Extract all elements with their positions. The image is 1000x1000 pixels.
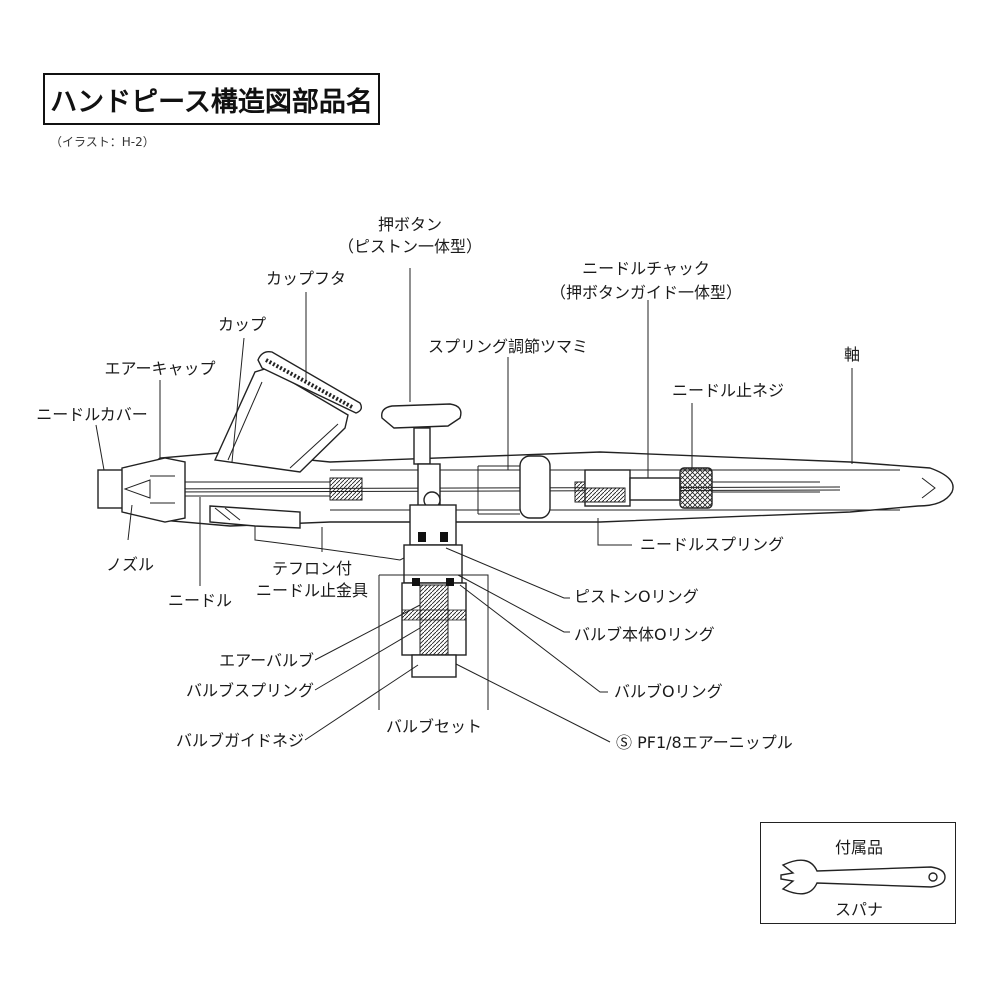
- label-valve-guide-screw: バルブガイドネジ: [176, 731, 304, 750]
- page-title: ハンドピース構造図部品名: [50, 86, 373, 118]
- label-valve-set: バルブセット: [386, 717, 482, 736]
- label-air-valve: エアーバルブ: [219, 651, 314, 670]
- spanner-icon: [780, 859, 946, 895]
- accessory-box: 付属品 スパナ: [760, 822, 956, 924]
- label-teflon-1: テフロン付: [272, 559, 352, 578]
- spring-knob-part: [519, 455, 551, 519]
- label-accessory: 付属品: [835, 838, 883, 857]
- air-cap-part: [121, 457, 186, 523]
- label-air-cap: エアーキャップ: [104, 359, 215, 378]
- label-needle-stop-screw: ニードル止ネジ: [672, 381, 784, 400]
- needle-chuck-part: [629, 477, 681, 501]
- needle-cover-part: [97, 469, 125, 509]
- label-piston-oring: ピストンOリング: [574, 587, 699, 606]
- label-push-button: 押ボタン: [378, 215, 442, 234]
- label-valve-spring: バルブスプリング: [186, 681, 314, 700]
- push-button-part: [381, 403, 462, 511]
- label-needle-chuck: ニードルチャック: [582, 259, 710, 278]
- label-shaft: 軸: [844, 345, 860, 364]
- teflon-stopper-part: [209, 505, 301, 529]
- label-spring-knob: スプリング調節ツマミ: [428, 337, 588, 356]
- label-air-nipple: Ⓢ PF1/8エアーニップル: [616, 733, 793, 752]
- label-nozzle: ノズル: [106, 555, 154, 574]
- label-push-button-sub: （ピストン一体型）: [338, 237, 482, 256]
- label-valve-oring: バルブOリング: [614, 682, 723, 701]
- label-cup: カップ: [218, 315, 266, 334]
- needle-stop-screw-part: [679, 467, 713, 509]
- leader-lines: [95, 268, 853, 743]
- label-teflon-2: ニードル止金具: [256, 581, 368, 600]
- label-needle: ニードル: [168, 591, 232, 610]
- label-valve-body-oring: バルブ本体Oリング: [574, 625, 715, 644]
- label-needle-chuck-sub: （押ボタンガイド一体型）: [550, 283, 742, 302]
- cup-part: [213, 350, 363, 473]
- label-needle-spring: ニードルスプリング: [640, 535, 784, 554]
- valve-assembly: [401, 504, 467, 678]
- label-spanner: スパナ: [835, 900, 883, 919]
- title-box: ハンドピース構造図部品名: [43, 73, 380, 125]
- subtitle: （イラスト：H-2）: [50, 135, 155, 149]
- valve-set-bracket: [378, 574, 489, 710]
- label-cup-lid: カップフタ: [266, 269, 346, 288]
- label-needle-cover: ニードルカバー: [36, 405, 148, 424]
